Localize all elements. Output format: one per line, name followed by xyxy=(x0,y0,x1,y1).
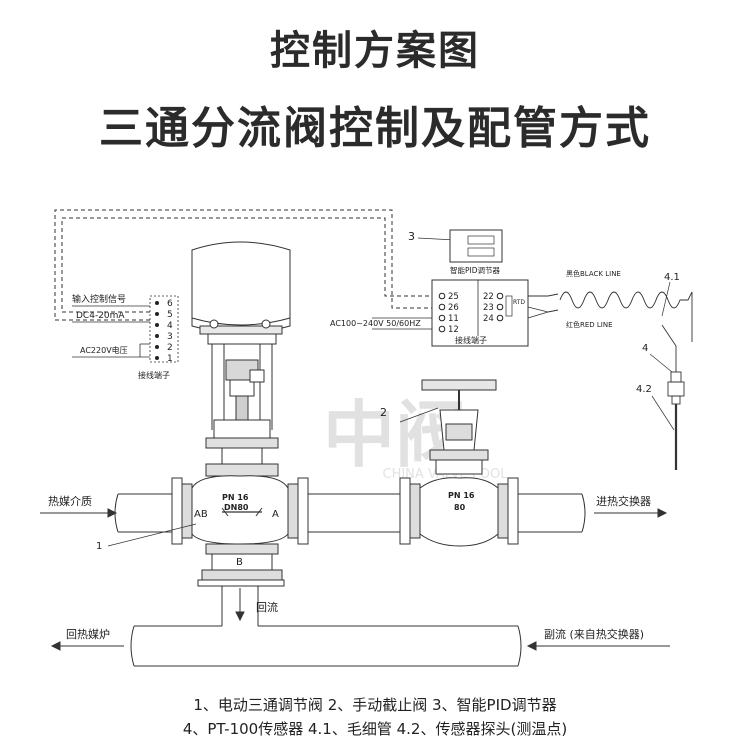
valve1-port-b: B xyxy=(236,557,243,568)
terminal-3: 3 xyxy=(167,332,173,342)
ctrl-terminal-24: 24 xyxy=(483,314,494,324)
valve1-port-ab: AB xyxy=(194,509,208,520)
electric-three-way-valve xyxy=(171,241,309,587)
return-furnace-label: 回热媒炉 xyxy=(66,628,110,641)
callout-3: 3 xyxy=(408,230,415,243)
to-exchanger-label: 进热交换器 xyxy=(596,494,651,508)
pt100-sensor xyxy=(527,281,693,470)
pid-controller: 3 智能PID调节器 25 26 11 12 22 23 24 xyxy=(330,229,529,347)
terminal-4: 4 xyxy=(167,321,173,331)
controller-caption: 接线端子 xyxy=(455,335,487,345)
ctrl-terminal-23: 23 xyxy=(483,303,494,313)
controller-power: AC100~240V 50/60HZ xyxy=(330,319,421,328)
pipes xyxy=(114,493,586,667)
manual-globe-valve xyxy=(399,379,519,547)
label-4: 4 xyxy=(642,343,648,354)
signal-wires xyxy=(54,209,432,321)
valve2-pn: PN 16 xyxy=(448,491,475,500)
red-line-label: 红色RED LINE xyxy=(566,320,613,329)
ctrl-terminal-11: 11 xyxy=(448,314,459,324)
terminal-2: 2 xyxy=(167,343,173,353)
heat-medium-label: 热媒介质 xyxy=(48,495,92,508)
sub-flow-label: 副流 (来自热交换器) xyxy=(544,627,644,641)
ac-power-label: AC220V电压 xyxy=(80,345,128,355)
black-line-label: 黑色BLACK LINE xyxy=(566,269,621,278)
rtd-label: RTD xyxy=(513,299,525,306)
valve1-pn: PN 16 xyxy=(222,493,249,502)
valve1-port-a: A xyxy=(272,509,279,520)
terminal-6: 6 xyxy=(167,299,173,309)
label-4-1: 4.1 xyxy=(664,272,680,283)
terminal-5: 5 xyxy=(167,310,173,320)
legend-line-2: 4、PT-100传感器 4.1、毛细管 4.2、传感器探头(测温点) xyxy=(182,720,568,738)
flow-arrows xyxy=(40,508,670,651)
left-terminal-block: 输入控制信号 DC4-20mA AC220V电压 6 5 4 3 2 1 接线端… xyxy=(72,293,179,380)
legend-line-1: 1、电动三通调节阀 2、手动截止阀 3、智能PID调节器 xyxy=(193,696,557,714)
controller-name: 智能PID调节器 xyxy=(450,265,501,275)
terminal-1: 1 xyxy=(167,354,173,364)
label-4-2: 4.2 xyxy=(636,384,652,395)
callout-2: 2 xyxy=(380,406,387,419)
terminal-dots xyxy=(155,301,159,360)
title-line-1: 控制方案图 xyxy=(270,28,480,74)
valve2-dn: 80 xyxy=(454,503,466,512)
left-terminal-caption: 接线端子 xyxy=(138,370,170,380)
valve1-dn: DN80 xyxy=(224,503,249,512)
ctrl-terminal-12: 12 xyxy=(448,325,459,335)
ctrl-terminal-22: 22 xyxy=(483,292,494,302)
title-line-2: 三通分流阀控制及配管方式 xyxy=(99,103,651,154)
callout-1: 1 xyxy=(96,541,102,552)
dc-signal-label: DC4-20mA xyxy=(76,311,125,321)
input-signal-label: 输入控制信号 xyxy=(72,293,126,305)
bypass-label: 回流 xyxy=(256,600,278,614)
ctrl-terminal-26: 26 xyxy=(448,303,459,313)
ctrl-terminal-25: 25 xyxy=(448,292,459,302)
